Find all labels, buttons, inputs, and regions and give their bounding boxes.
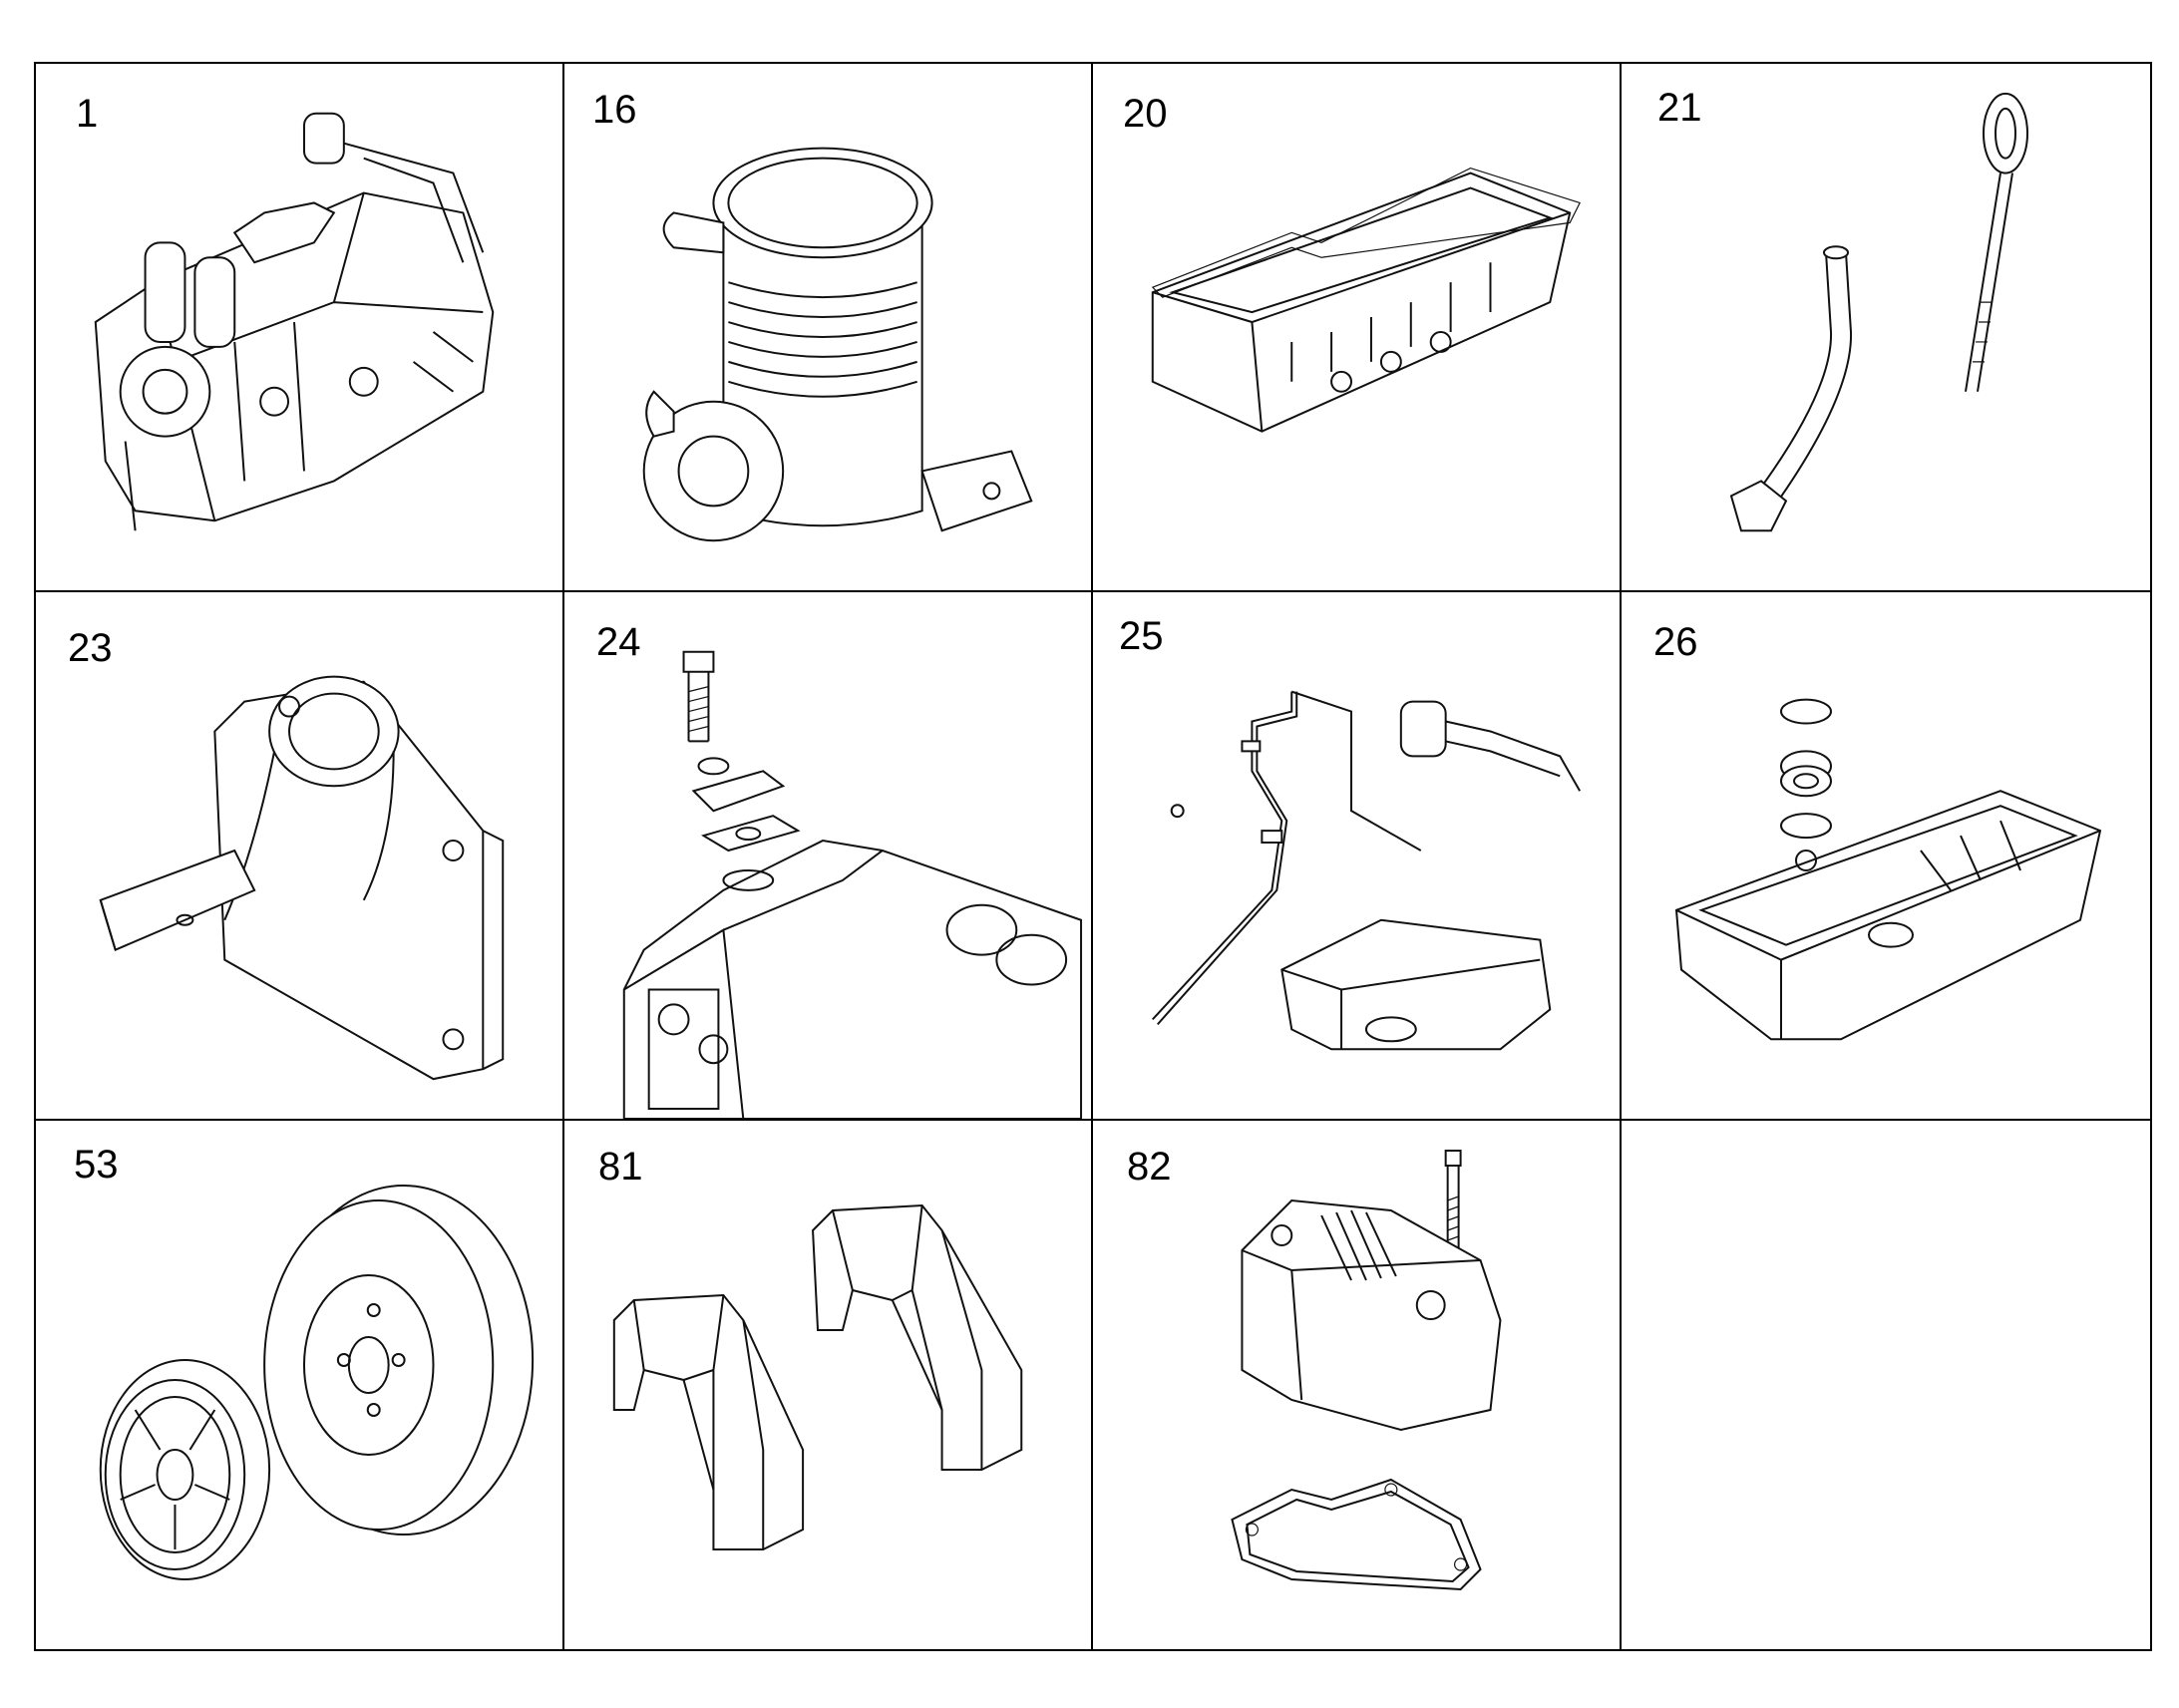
- part-number: 53: [74, 1143, 119, 1187]
- intake-elbow-icon: [36, 592, 562, 1119]
- part-cell-20[interactable]: 20: [1093, 64, 1622, 592]
- engine-block-icon: [36, 64, 562, 590]
- part-number: 21: [1657, 86, 1702, 130]
- part-number: 81: [598, 1145, 643, 1189]
- part-cell-23[interactable]: 23: [36, 592, 564, 1121]
- part-number: 82: [1127, 1145, 1172, 1189]
- part-cell-24[interactable]: 24: [564, 592, 1093, 1121]
- part-cell-1[interactable]: 1: [36, 64, 564, 592]
- part-number: 16: [592, 88, 637, 132]
- engine-mount-icon: [564, 1121, 1091, 1649]
- cover-plate-icon: [564, 592, 1091, 1119]
- part-number: 23: [68, 626, 113, 670]
- dipstick-icon: [1622, 64, 2150, 590]
- part-cell-21[interactable]: 21: [1622, 64, 2150, 592]
- part-cell-16[interactable]: 16: [564, 64, 1093, 592]
- air-filter-icon: [564, 64, 1091, 590]
- part-number: 20: [1123, 92, 1168, 136]
- part-cell-53[interactable]: 53: [36, 1121, 564, 1649]
- valve-cover-icon: [1093, 1121, 1620, 1649]
- oil-pan-gasket-icon: [1093, 64, 1620, 590]
- part-number: 26: [1653, 620, 1698, 664]
- pulley-damper-icon: [36, 1121, 562, 1649]
- part-number: 1: [76, 92, 99, 136]
- part-cell-26[interactable]: 26: [1622, 592, 2150, 1121]
- part-cell-82[interactable]: 82: [1093, 1121, 1622, 1649]
- parts-grid: 1 16: [34, 62, 2152, 1651]
- part-cell-81[interactable]: 81: [564, 1121, 1093, 1649]
- part-cell-25[interactable]: 25: [1093, 592, 1622, 1121]
- part-number: 25: [1119, 614, 1164, 658]
- empty-cell: [1622, 1121, 2150, 1649]
- oil-pan-plug-icon: [1622, 592, 2150, 1119]
- breather-pipe-icon: [1093, 592, 1620, 1119]
- part-number: 24: [596, 620, 641, 664]
